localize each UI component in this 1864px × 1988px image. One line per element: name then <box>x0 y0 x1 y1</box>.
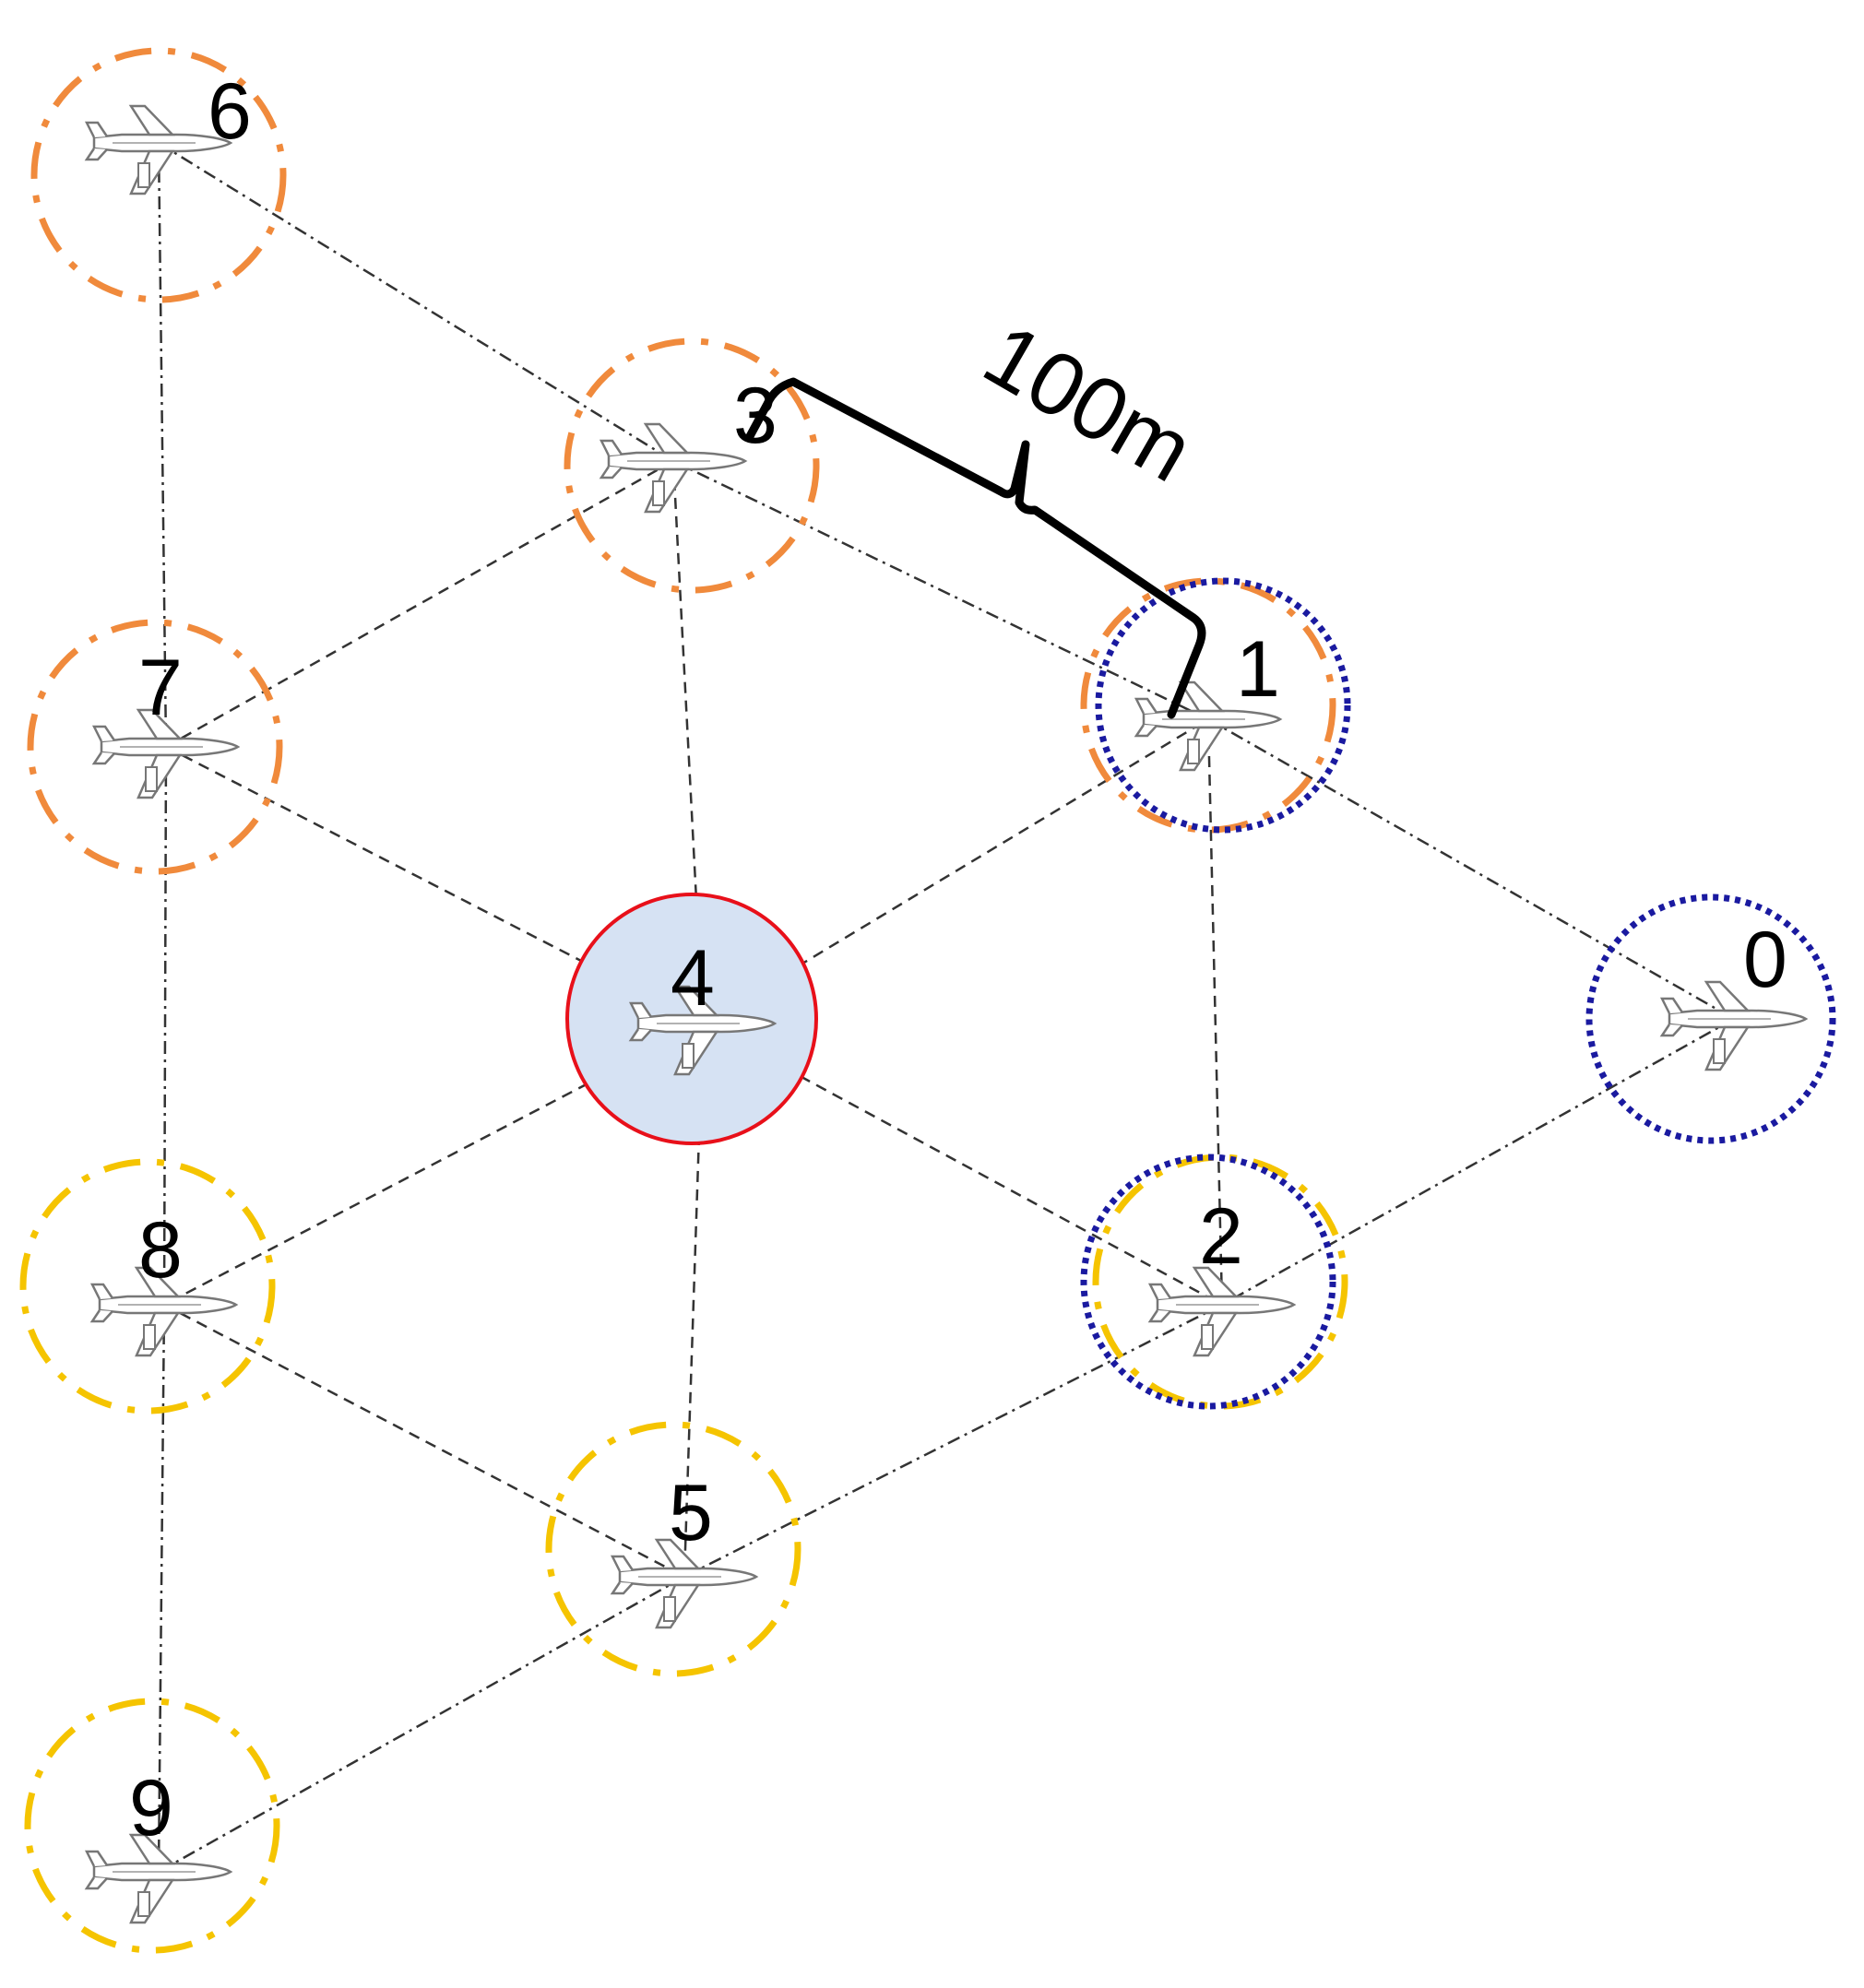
link-1-2 <box>1206 718 1224 1306</box>
scale-label: 100m <box>968 305 1209 502</box>
formation-aircraft <box>85 104 1808 1924</box>
node-7-label: 7 <box>138 644 183 732</box>
node-8-yellow-ring <box>19 1158 276 1414</box>
link-8-5 <box>163 1303 685 1579</box>
node-3-label: 3 <box>733 372 778 460</box>
node-2-blue-ring <box>1080 1154 1336 1410</box>
node-0-blue-ring <box>1585 893 1836 1144</box>
node-4-label: 4 <box>671 934 715 1023</box>
node-0-label: 0 <box>1743 916 1787 1004</box>
airplane-icon <box>600 422 747 514</box>
node-1-blue-ring <box>1095 577 1351 834</box>
airplane-icon <box>1148 1266 1296 1357</box>
node-6-label: 6 <box>208 67 252 156</box>
node-2-label: 2 <box>1199 1192 1243 1281</box>
link-7-8 <box>162 746 168 1306</box>
formation-rings <box>19 47 1836 1954</box>
link-3-7 <box>165 459 674 749</box>
node-1-orange-ring <box>1080 577 1336 834</box>
link-6-3 <box>158 141 674 463</box>
node-9-yellow-ring <box>24 1698 280 1954</box>
node-1-label: 1 <box>1236 625 1280 714</box>
node-3-orange-ring <box>564 337 820 594</box>
link-2-5 <box>683 1303 1223 1579</box>
node-8-label: 8 <box>138 1206 183 1295</box>
scale-bracket <box>744 377 1206 719</box>
formation-labels: 0 1 2 3 4 5 6 7 8 9 <box>129 67 1787 1852</box>
link-6-7 <box>157 142 168 748</box>
link-0-2 <box>1221 1017 1735 1307</box>
formation-links <box>157 141 1735 1874</box>
node-5-label: 5 <box>669 1469 713 1557</box>
node-6-orange-ring <box>30 47 287 303</box>
node-5-yellow-ring <box>545 1421 801 1677</box>
link-3-1 <box>672 459 1209 721</box>
node-2-yellow-ring <box>1092 1154 1348 1410</box>
node-7-orange-ring <box>27 619 283 875</box>
link-5-9 <box>158 1575 685 1874</box>
node-9-label: 9 <box>129 1764 173 1852</box>
link-1-0 <box>1207 717 1735 1021</box>
